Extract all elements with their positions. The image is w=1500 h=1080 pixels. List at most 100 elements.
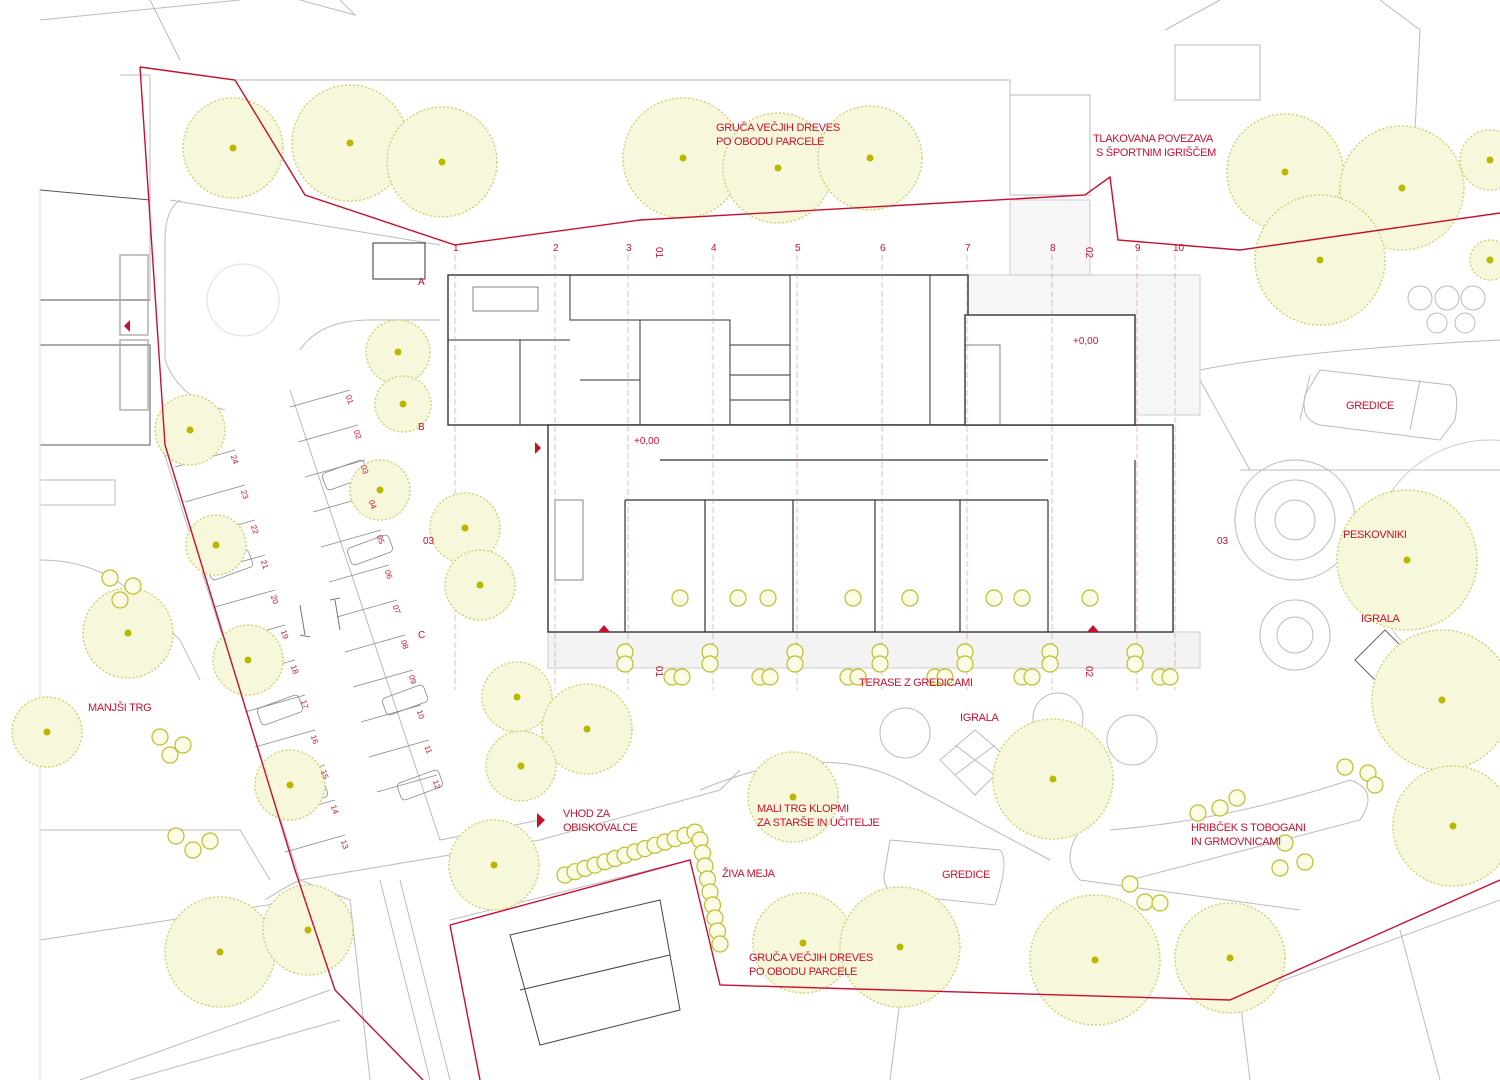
shrub <box>761 668 779 686</box>
shrub <box>1211 799 1229 817</box>
tree-trunk <box>490 861 498 869</box>
shrub <box>1023 668 1041 686</box>
tree-trunk <box>438 158 446 166</box>
tree-trunk <box>679 154 687 162</box>
tree-trunk <box>124 629 132 637</box>
shrub <box>616 655 634 673</box>
tree-trunk <box>799 939 807 947</box>
shrub <box>936 668 954 686</box>
shrub <box>167 827 185 845</box>
grid-axis-label: 4 <box>711 243 717 254</box>
shrub <box>184 841 202 859</box>
tree-trunk <box>229 144 237 152</box>
elevation-hall: +0,00 <box>1073 336 1099 347</box>
tree-trunk <box>1316 256 1324 264</box>
tree-trunk <box>376 486 384 494</box>
shrub <box>786 655 804 673</box>
tree-trunk <box>244 656 252 664</box>
tree-trunk <box>304 926 312 934</box>
tree-trunk <box>1281 168 1289 176</box>
parking-stall-line <box>320 529 382 548</box>
tree-trunk <box>513 693 521 701</box>
shrub <box>671 589 689 607</box>
shrub <box>174 736 192 754</box>
shrub <box>1366 776 1384 794</box>
label-beds-east: GREDICE <box>1346 400 1395 412</box>
tree-trunk <box>186 426 194 434</box>
tree-trunk <box>774 164 782 172</box>
tree-trunk <box>1438 696 1446 704</box>
parking-stall-line <box>368 739 430 758</box>
entry-arrow-icon <box>535 442 541 454</box>
tree-trunk <box>286 781 294 789</box>
grid-axis-label: 1 <box>453 243 459 254</box>
parking-stall-line <box>376 774 438 793</box>
entry-arrow-icon <box>124 320 130 332</box>
parking-stall-line <box>352 669 414 688</box>
grid-axis-label: 6 <box>880 243 886 254</box>
section-mark-01: 01 <box>653 246 665 259</box>
tree-trunk <box>346 139 354 147</box>
shrub <box>1161 668 1179 686</box>
tree-trunk <box>1049 775 1057 783</box>
section-mark-c: C <box>418 630 426 641</box>
tree-trunk <box>1449 822 1457 830</box>
label-playground-east: IGRALA <box>1361 613 1400 625</box>
tree-trunk <box>461 524 469 532</box>
shrub <box>1136 893 1154 911</box>
shrub <box>759 589 777 607</box>
shrub <box>1151 894 1169 912</box>
tree-trunk <box>1486 156 1494 164</box>
shrub <box>201 832 219 850</box>
section-mark-02: 02 <box>1083 246 1095 259</box>
entry-arrow-icon <box>1087 625 1099 632</box>
tree-trunk <box>399 400 407 408</box>
car-icon <box>396 769 444 801</box>
car-icon <box>256 694 304 726</box>
tree-canopy <box>1459 129 1500 191</box>
grid-axis-label: 5 <box>795 243 801 254</box>
elevation-entrance: +0,00 <box>634 436 660 447</box>
parking-stall-line <box>344 634 406 653</box>
parcel-boundary <box>139 66 1500 1080</box>
shrub <box>101 569 119 587</box>
entry-arrow-icon <box>537 813 545 828</box>
tree-trunk <box>43 728 51 736</box>
tree-canopy <box>1392 765 1500 887</box>
label-small-square: MANJŠI TRG <box>88 702 152 714</box>
shrub <box>111 591 129 609</box>
shrub <box>985 589 1003 607</box>
car-icon <box>346 534 394 566</box>
shrub <box>124 577 142 595</box>
section-mark-b: B <box>418 422 425 433</box>
shrub <box>161 746 179 764</box>
grid-axis-label: 10 <box>1173 243 1185 254</box>
shrub <box>1081 589 1099 607</box>
section-mark-a: A <box>418 277 425 288</box>
grid-axis-label: 8 <box>1050 243 1056 254</box>
parking-stall-line <box>297 424 359 443</box>
section-mark-03-west: 03 <box>423 536 435 547</box>
shrub <box>673 668 691 686</box>
shrub <box>151 728 169 746</box>
label-sandpits: PESKOVNIKI <box>1343 529 1407 541</box>
shrub <box>901 589 919 607</box>
parking-stall-line <box>214 589 276 608</box>
grid-axis-label: 9 <box>1135 243 1141 254</box>
tree-canopy <box>1469 239 1500 281</box>
tree-trunk <box>896 943 904 951</box>
tree-trunk <box>583 725 591 733</box>
tree-trunk <box>1398 184 1406 192</box>
parking-stall-line <box>336 599 398 618</box>
parking-stall-line <box>304 459 366 478</box>
section-mark-01-bottom: 01 <box>653 665 665 678</box>
shrub <box>1228 789 1246 807</box>
entry-arrow-icon <box>598 625 610 632</box>
